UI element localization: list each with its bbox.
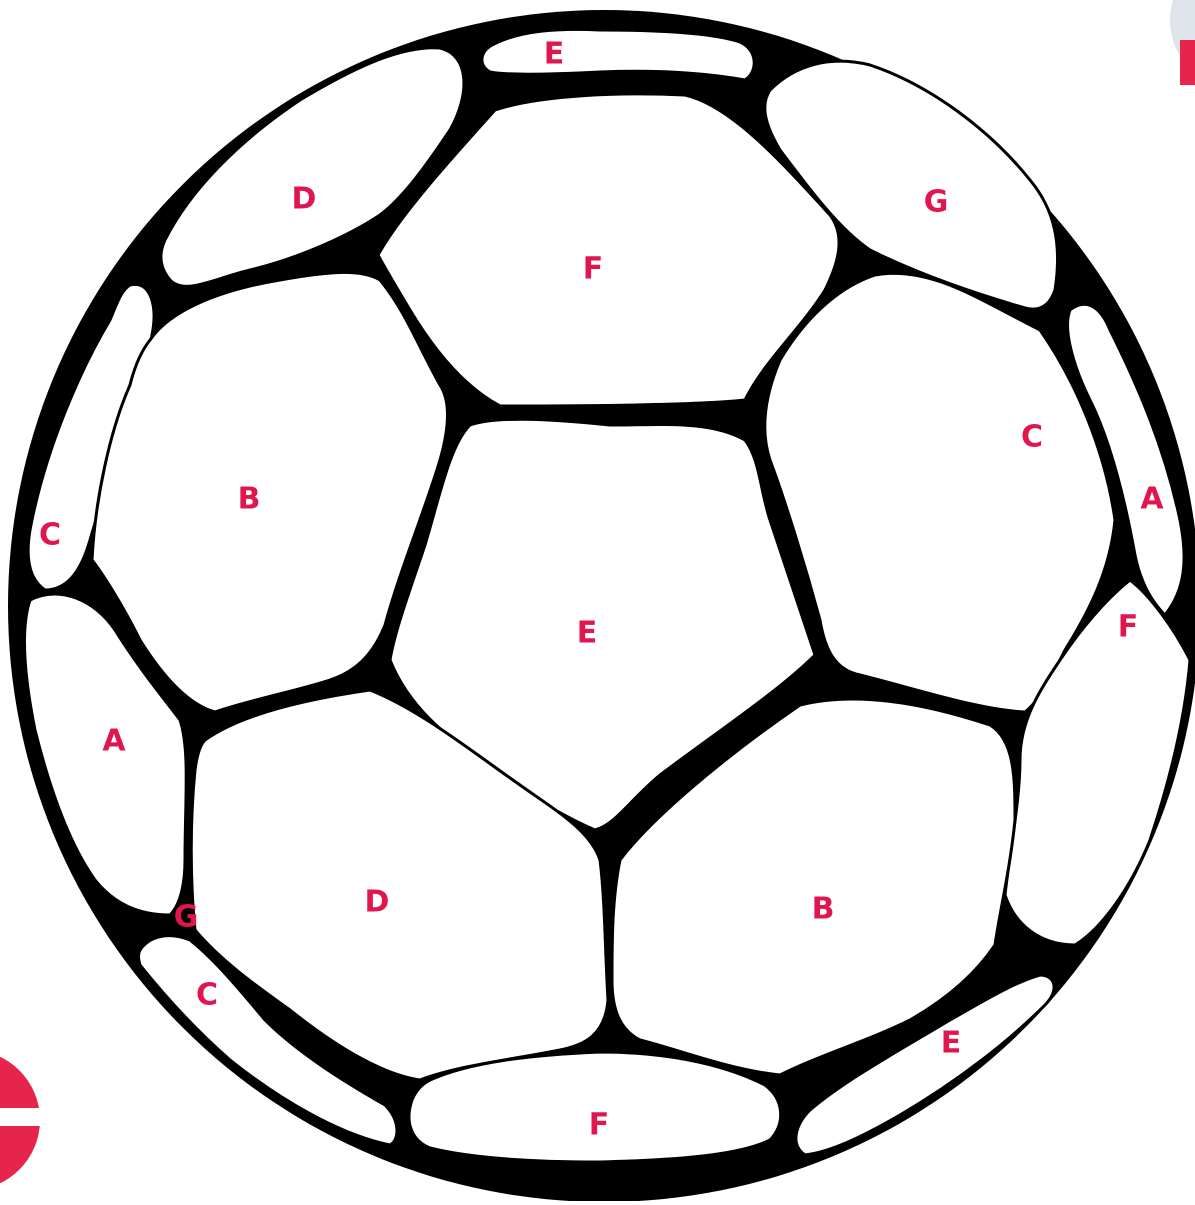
region-top-e[interactable] bbox=[482, 29, 754, 80]
denmark-flag-cross-horizontal bbox=[0, 1108, 40, 1126]
flag-top-right-stripe bbox=[1180, 40, 1195, 85]
flag-icon bbox=[1170, 0, 1195, 90]
region-bottom-f[interactable] bbox=[409, 1052, 781, 1162]
denmark-flag-icon bbox=[0, 1050, 40, 1190]
